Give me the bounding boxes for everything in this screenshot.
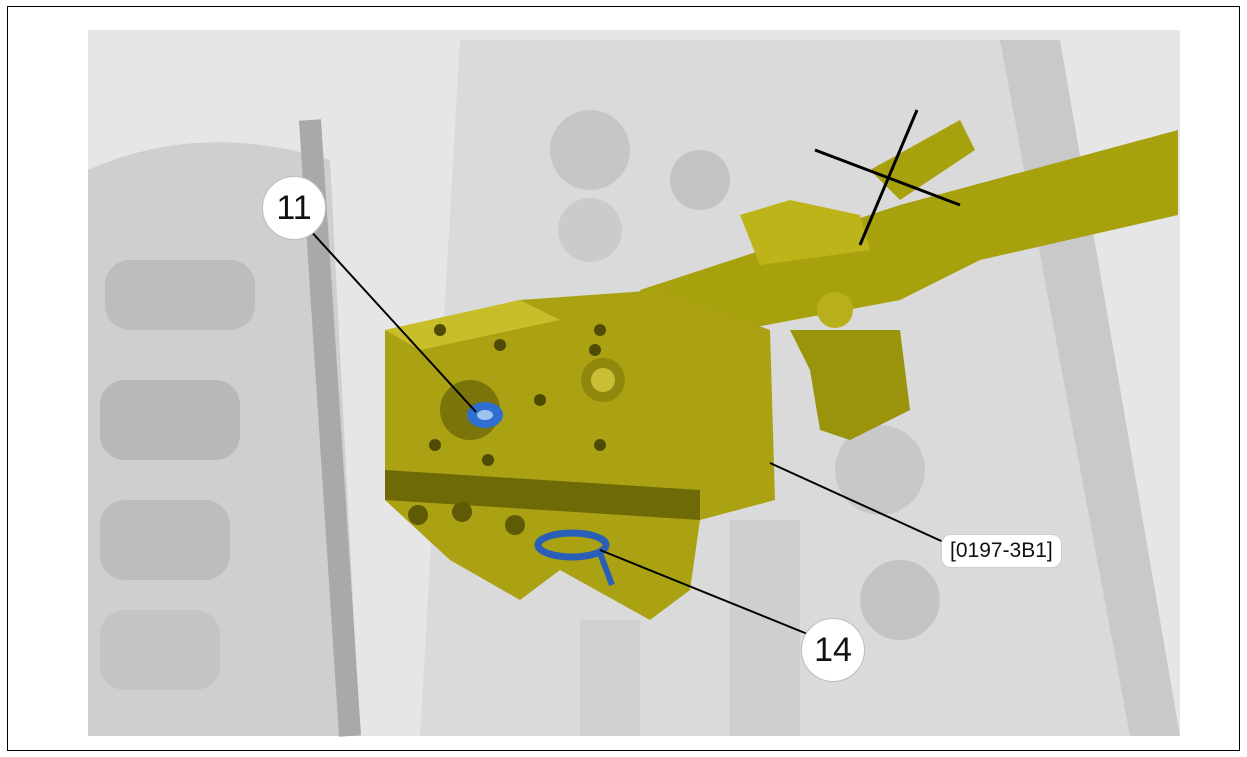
part-14-ring	[534, 529, 610, 561]
callout-14: 14	[801, 618, 865, 682]
timing-tool	[385, 120, 1178, 620]
leader-lines	[307, 227, 951, 636]
highlighted-parts	[467, 402, 615, 587]
tool-reference-label: [0197-3B1]	[941, 534, 1062, 568]
cross-out-mark-icon	[814, 109, 961, 246]
callout-11: 11	[262, 176, 326, 240]
